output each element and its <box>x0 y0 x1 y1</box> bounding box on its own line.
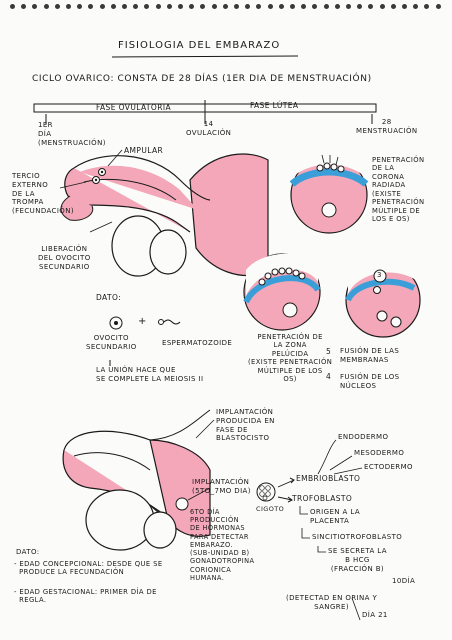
spiral-hole <box>222 4 228 9</box>
detect-label: (DETECTAD EN ORINA Y SANGRE) <box>286 594 378 611</box>
spiral-hole <box>10 4 15 9</box>
spiral-hole <box>43 4 49 9</box>
bhcg-label: SE SECRETA LA B HCG (FRACCIÓN β) <box>328 547 387 573</box>
ampullar-label: AMPULAR <box>124 146 164 155</box>
spiral-hole <box>77 4 83 9</box>
spiral-hole <box>256 4 262 9</box>
spiral-hole <box>267 4 273 9</box>
meiosis-note: LA UNIÓN HACE QUE SE COMPLETE LA MEIOSIS… <box>96 366 204 383</box>
spiral-hole <box>357 4 363 9</box>
syncytiotrophoblast-label: SINCITIOTROFOBLASTO <box>312 533 403 541</box>
cycle-heading: CICLO OVARICO: CONSTA DE 28 DÍAS (1er DI… <box>32 74 372 84</box>
fertilization-site-label: TERCIO EXTERNO DE LA TROMPA (FECUNDACIÓN… <box>12 172 74 215</box>
spiral-hole <box>133 4 139 9</box>
fusion-membranes-label: FUSIÓN DE LAS MEMBRANAS <box>340 347 400 364</box>
fact-label: DATO: <box>96 293 122 302</box>
spiral-hole <box>178 4 183 9</box>
spiral-hole <box>32 4 38 9</box>
stage-5-number: 5 <box>326 347 332 356</box>
oocyte-label: OVOCITO SECUNDARIO <box>86 334 137 351</box>
gestational-age-note: - EDAD GESTACIONAL: PRIMER DÍA DE REGLA. <box>14 588 157 605</box>
sperm-label: ESPERMATOZOIDE <box>162 339 233 347</box>
ectoderm-label: ECTODERMO <box>364 463 413 471</box>
spiral-hole <box>290 4 295 9</box>
spiral-hole <box>413 4 419 9</box>
phase-ovulatory: FASE OVULATORIA <box>96 103 171 112</box>
implantation-blastocyst-label: IMPLANTACIÓN PRODUCIDA EN FASE DE BLASTO… <box>216 408 275 443</box>
zona-label: PENETRACIÓN DE LA ZONA PELÚCIDA (EXISTE … <box>248 333 333 384</box>
day1-label: 1ER DÍA (MENSTRUACIÓN) <box>38 121 106 147</box>
plus-sign: + <box>138 316 147 327</box>
placenta-label: ORIGEN A LA PLACENTA <box>310 508 361 525</box>
spiral-hole <box>189 4 195 9</box>
spiral-hole <box>402 4 407 9</box>
notes-label: DATO: <box>16 548 40 556</box>
notebook-spiral <box>0 0 452 14</box>
spiral-hole <box>211 4 217 9</box>
day10-label: 10DÍA <box>392 577 416 585</box>
day28-label: 28 MENSTRUACIÓN <box>356 118 418 135</box>
spiral-hole <box>435 4 441 9</box>
spiral-hole <box>21 4 27 9</box>
spiral-hole <box>301 4 307 9</box>
zygote-label: CIGOTO <box>256 505 285 513</box>
implantation-days-label: IMPLANTACIÓN (5TO_7MO DIA) <box>192 478 251 495</box>
spiral-hole <box>312 4 318 9</box>
spiral-hole <box>200 4 206 9</box>
hormones-label: 6TO DÍA PRODUCCIÓN DE HORMONAS PARA DETE… <box>190 508 255 582</box>
spiral-hole <box>144 4 150 9</box>
spiral-hole <box>166 4 172 9</box>
spiral-hole <box>99 4 105 9</box>
mesoderm-label: MESODERMO <box>354 449 405 457</box>
spiral-hole <box>110 4 116 9</box>
spiral-hole <box>390 4 396 9</box>
phase-luteal: FASE LÚTEA <box>250 101 299 110</box>
spiral-hole <box>278 4 284 9</box>
spiral-hole <box>66 4 71 9</box>
spiral-hole <box>424 4 430 9</box>
spiral-hole <box>234 4 239 9</box>
corona-label: PENETRACIÓN DE LA CORONA RADIADA (EXISTE… <box>372 156 425 224</box>
endoderm-label: ENDODERMO <box>338 433 389 441</box>
spiral-hole <box>323 4 329 9</box>
conceptional-age-note: - EDAD CONCEPCIONAL: DESDE QUE SE PRODUC… <box>14 560 163 577</box>
embryoblast-label: EMBRIOBLASTO <box>296 474 361 483</box>
ovulation-release-label: LIBERACIÓN DEL OVOCITO SECUNDARIO <box>38 245 91 271</box>
fusion-nuclei-label: FUSIÓN DE LOS NÚCLEOS <box>340 373 400 390</box>
spiral-hole <box>88 4 94 9</box>
spiral-hole <box>346 4 351 9</box>
spiral-hole <box>368 4 374 9</box>
stage-4-number: 4 <box>326 372 332 381</box>
spiral-hole <box>379 4 385 9</box>
trophoblast-label: TROFOBLASTO <box>292 494 353 503</box>
day21-label: DÍA 21 <box>362 611 388 619</box>
spiral-hole <box>155 4 161 9</box>
page-title: FISIOLOGIA DEL EMBARAZO <box>118 40 281 51</box>
stage-3-number: 3 <box>377 271 382 279</box>
spiral-hole <box>334 4 340 9</box>
spiral-hole <box>245 4 251 9</box>
day14-label: 14 OVULACIÓN <box>186 120 232 137</box>
spiral-hole <box>122 4 127 9</box>
spiral-hole <box>54 4 60 9</box>
